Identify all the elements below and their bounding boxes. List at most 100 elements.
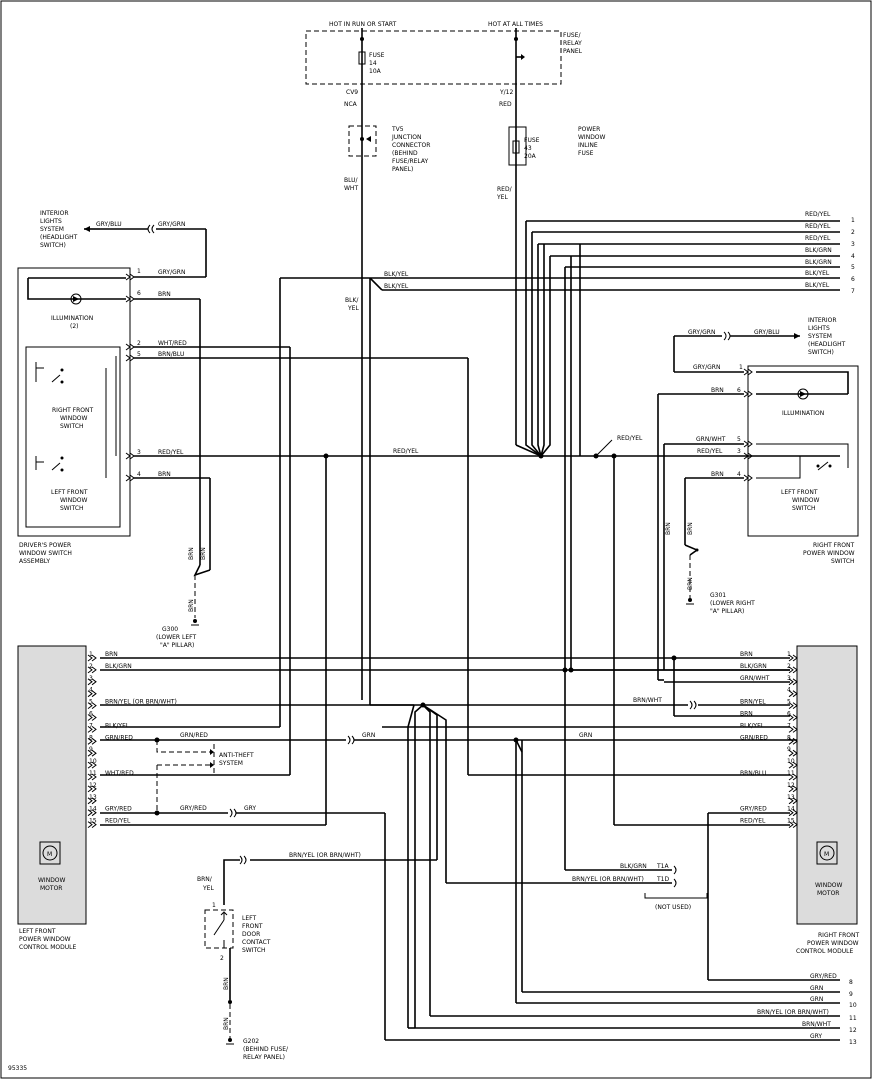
fuse-relay-panel: HOT IN RUN OR START HOT AT ALL TIMES FUS… <box>305 21 583 85</box>
left-front-control-module: M WINDOW MOTOR LEFT FRONT POWER WINDOW C… <box>17 645 87 951</box>
brn-v3-label: BRN <box>188 599 195 612</box>
right-gry-grn-label: GRY/GRN <box>688 329 715 336</box>
right-brn-label-2: BRN <box>711 471 724 478</box>
right-interior-lights-5: SWITCH) <box>808 349 834 356</box>
left-module-wire-label: BLK/YEL <box>105 722 130 729</box>
bus-label-3: RED/YEL <box>805 235 831 242</box>
fuse-14-number: 14 <box>369 60 377 67</box>
left-pin-3: 3 <box>137 449 141 456</box>
right-left-front-switch-2: WINDOW <box>792 497 820 504</box>
g202-label: G202 <box>243 1038 259 1045</box>
left-module-pin-13: 13 <box>89 794 97 801</box>
left-module-wire-label: GRY/RED <box>105 806 132 813</box>
bus-num-6: 6 <box>851 276 855 283</box>
left-module-pin-4: 4 <box>89 687 93 694</box>
right-module-pin-9: 9 <box>787 746 791 753</box>
door-switch-label-1: LEFT <box>242 915 256 922</box>
inline-fuse-label-2: WINDOW <box>578 134 606 141</box>
right-illumination-label: ILLUMINATION <box>782 410 824 417</box>
left-module-pin-2: 2 <box>89 663 93 670</box>
inline-fuse-label-3: INLINE <box>578 142 598 149</box>
gry-label-left: GRY <box>244 805 256 812</box>
t1d-label: T1D <box>656 876 669 883</box>
bottom-bus-num: 13 <box>849 1039 857 1046</box>
hot-run-start-label: HOT IN RUN OR START <box>329 21 397 28</box>
left-module-wire-label: WHT/RED <box>105 770 134 777</box>
left-front-switch-3: SWITCH <box>60 505 84 512</box>
brn-wht-label-right: BRN/WHT <box>633 697 662 704</box>
left-module-pin-1: 1 <box>89 651 93 658</box>
gry-red-label-left: GRY/RED <box>180 805 207 812</box>
left-front-door-contact-switch: BRN/YEL (OR BRN/WHT) BRN/ YEL 1 LEFT FRO… <box>197 852 437 1061</box>
anti-theft-system: ANTI-THEFT SYSTEM <box>156 740 254 813</box>
bottom-bus-num: 9 <box>849 991 853 998</box>
bus-num-3: 3 <box>851 241 855 248</box>
bus-num-7: 7 <box>851 288 855 295</box>
fuse-14-label: FUSE <box>369 52 385 59</box>
brn-v1-label: BRN <box>188 547 195 560</box>
left-brn-label: BRN <box>158 291 171 298</box>
grn-label-right: GRN <box>579 732 592 739</box>
right-module-pin-1: 1 <box>787 651 791 658</box>
bottom-bus-num: 8 <box>849 979 853 986</box>
g301-ground: BRN BRN BRN G301 (LOWER RIGHT "A" PILLAR… <box>665 522 755 615</box>
anti-theft-label-2: SYSTEM <box>219 760 243 767</box>
right-module-pin-13: 13 <box>787 794 795 801</box>
fuse-43-label: FUSE <box>524 137 540 144</box>
assembly-label-2: WINDOW SWITCH <box>19 550 72 557</box>
right-module-wire-label: GRN/RED <box>740 734 768 741</box>
tv5-label-5: FUSE/RELAY <box>392 158 429 165</box>
right-window-motor-1: WINDOW <box>815 882 843 889</box>
right-interior-lights-4: (HEADLIGHT <box>808 341 846 348</box>
hot-all-times-label: HOT AT ALL TIMES <box>488 21 543 28</box>
left-interior-lights-3: SYSTEM <box>40 226 64 233</box>
right-module-wire-label: GRN/WHT <box>740 675 770 682</box>
right-pin-1: 1 <box>739 364 743 371</box>
bottom-bus-label: BRN/YEL (OR BRN/WHT) <box>757 1009 829 1016</box>
fuse-43-rating: 20A <box>524 153 537 160</box>
left-switch-pin-markers <box>125 273 135 482</box>
fuse-43-number: 43 <box>524 145 532 152</box>
right-brn-v2: BRN <box>687 522 694 535</box>
right-left-front-switch-1: LEFT FRONT <box>781 489 818 496</box>
left-module-wire-label: BLK/GRN <box>105 663 132 670</box>
right-front-power-window-switch: INTERIOR LIGHTS SYSTEM (HEADLIGHT SWITCH… <box>593 317 859 825</box>
fuse-relay-panel-label-2: RELAY <box>563 40 582 47</box>
right-switch-caption-2: POWER WINDOW <box>803 550 855 557</box>
right-module-pin-10: 10 <box>787 758 795 765</box>
left-interior-lights-4: (HEADLIGHT <box>40 234 78 241</box>
g300-ground: BRN BRN BRN G300 (LOWER LEFT "A" PILLAR) <box>156 547 211 649</box>
left-module-pin-5: 5 <box>89 699 93 706</box>
right-pin-6: 6 <box>737 387 741 394</box>
right-brn-v1: BRN <box>665 522 672 535</box>
gry-grn-label-a: GRY/GRN <box>158 221 185 228</box>
left-module-pin-6: 6 <box>89 711 93 718</box>
bus-num-5: 5 <box>851 264 855 271</box>
door-switch-label-3: DOOR <box>242 931 260 938</box>
left-module-pin-14: 14 <box>89 806 97 813</box>
t1a-label: T1A <box>656 863 669 870</box>
red-yel-v-label-1: RED/ <box>497 186 513 193</box>
bottom-bus <box>385 979 840 1041</box>
t1-connector: BLK/GRN BRN/YEL (OR BRN/WHT) T1A T1D (NO… <box>446 863 708 911</box>
left-pin-6: 6 <box>137 290 141 297</box>
door-brn-v1: BRN <box>223 977 230 990</box>
door-brn-yel-label: BRN/YEL (OR BRN/WHT) <box>289 852 361 859</box>
right-module-wire-label: BRN/BLU <box>740 770 766 777</box>
gry-blu-label: GRY/BLU <box>96 221 122 228</box>
left-interior-lights-1: INTERIOR <box>40 210 69 217</box>
brn-blu-label: BRN/BLU <box>158 351 184 358</box>
grn-red-label-left: GRN/RED <box>180 732 208 739</box>
y12-label: Y/12 <box>499 89 514 96</box>
right-switch-caption-1: RIGHT FRONT <box>813 542 855 549</box>
brn-v2-label: BRN <box>200 547 207 560</box>
t1-blk-grn-label: BLK/GRN <box>620 863 647 870</box>
red-yel-v-label-2: YEL <box>496 194 508 201</box>
right-module-wire-label: BRN <box>740 711 753 718</box>
door-brn-yel-v2: YEL <box>202 885 214 892</box>
door-brn-yel-v1: BRN/ <box>197 876 213 883</box>
driver-switch-assembly: INTERIOR LIGHTS SYSTEM (HEADLIGHT SWITCH… <box>17 210 840 775</box>
door-switch-label-5: SWITCH <box>242 947 266 954</box>
door-switch-label-2: FRONT <box>242 923 263 930</box>
